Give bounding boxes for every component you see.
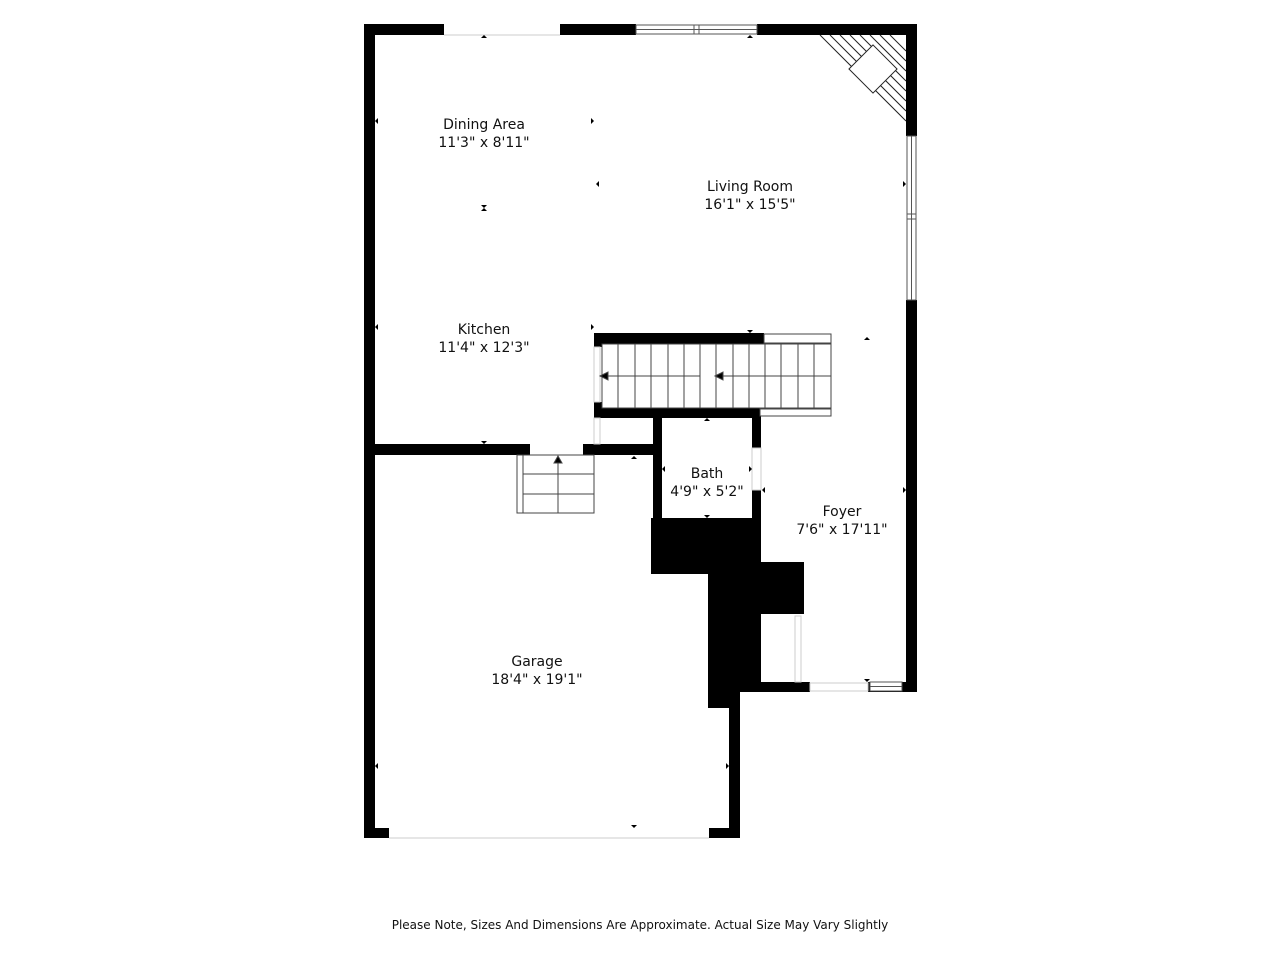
stair-treads: [617, 344, 815, 408]
room-garage: Garage 18'4" x 19'1": [491, 653, 582, 689]
room-name: Living Room: [707, 179, 793, 195]
room-bath: Bath 4'9" x 5'2": [670, 465, 743, 501]
disclaimer-note: Please Note, Sizes And Dimensions Are Ap…: [391, 918, 889, 932]
room-name: Dining Area: [443, 117, 525, 133]
room-name: Kitchen: [457, 322, 511, 338]
room-foyer: Foyer 7'6" x 17'11": [796, 503, 887, 539]
dimension-markers: [375, 35, 906, 828]
room-dimensions: 4'9" x 5'2": [670, 484, 744, 500]
staircase-garage: [516, 454, 595, 514]
windows: [389, 24, 917, 839]
room-dimensions: 11'4" x 12'3": [438, 340, 530, 356]
room-name: Foyer: [822, 504, 862, 520]
room-living-room: Living Room 16'1" x 15'5": [704, 178, 795, 214]
room-name: Bath: [690, 466, 724, 482]
room-kitchen: Kitchen 11'4" x 12'3": [438, 321, 529, 357]
walls: [364, 24, 917, 838]
fireplace-icon: [819, 34, 907, 122]
room-dimensions: 16'1" x 15'5": [704, 197, 796, 213]
room-dimensions: 11'3" x 8'11": [438, 135, 530, 151]
room-dimensions: 7'6" x 17'11": [796, 522, 888, 538]
room-dimensions: 18'4" x 19'1": [491, 672, 583, 688]
room-name: Garage: [511, 654, 563, 670]
room-dining-area: Dining Area 11'3" x 8'11": [438, 116, 529, 152]
